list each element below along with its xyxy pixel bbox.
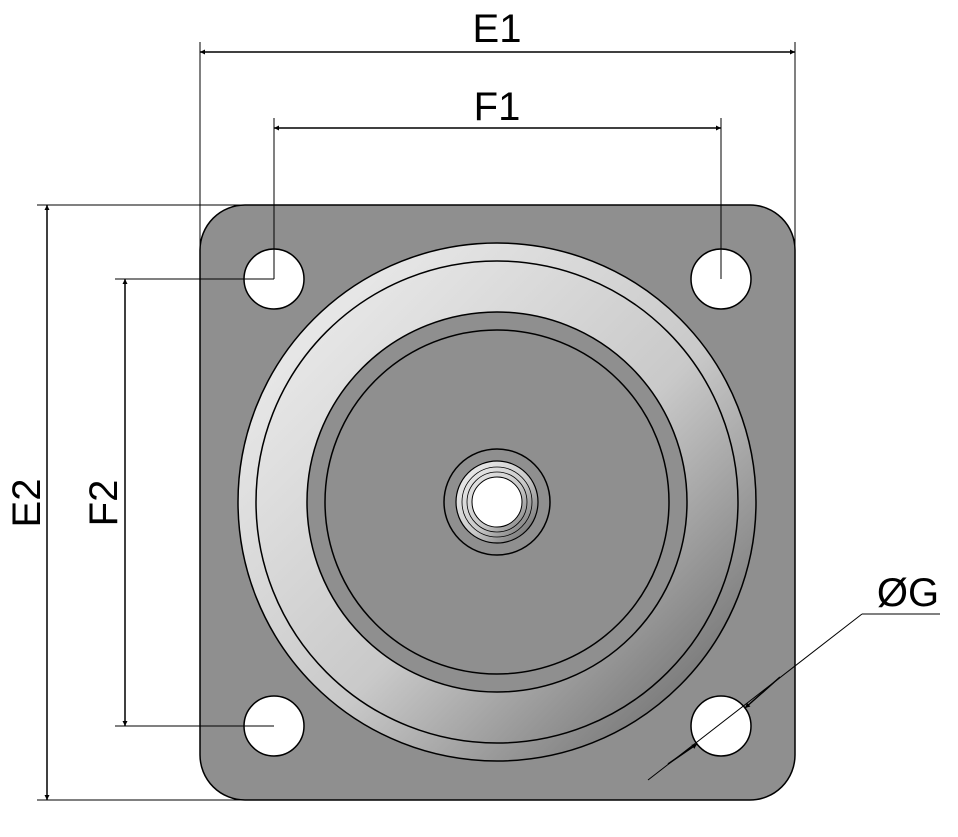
f1-label: F1 bbox=[474, 85, 521, 129]
f2-label: F2 bbox=[82, 480, 126, 527]
mounting-hole-bottom-right bbox=[690, 695, 752, 757]
e2-label: E2 bbox=[5, 479, 49, 528]
dome-ring-edge bbox=[255, 260, 739, 744]
center-threaded-hole bbox=[471, 476, 523, 528]
e1-label: E1 bbox=[473, 7, 522, 51]
g-label: ØG bbox=[877, 571, 939, 615]
dimension-lines bbox=[37, 42, 940, 801]
